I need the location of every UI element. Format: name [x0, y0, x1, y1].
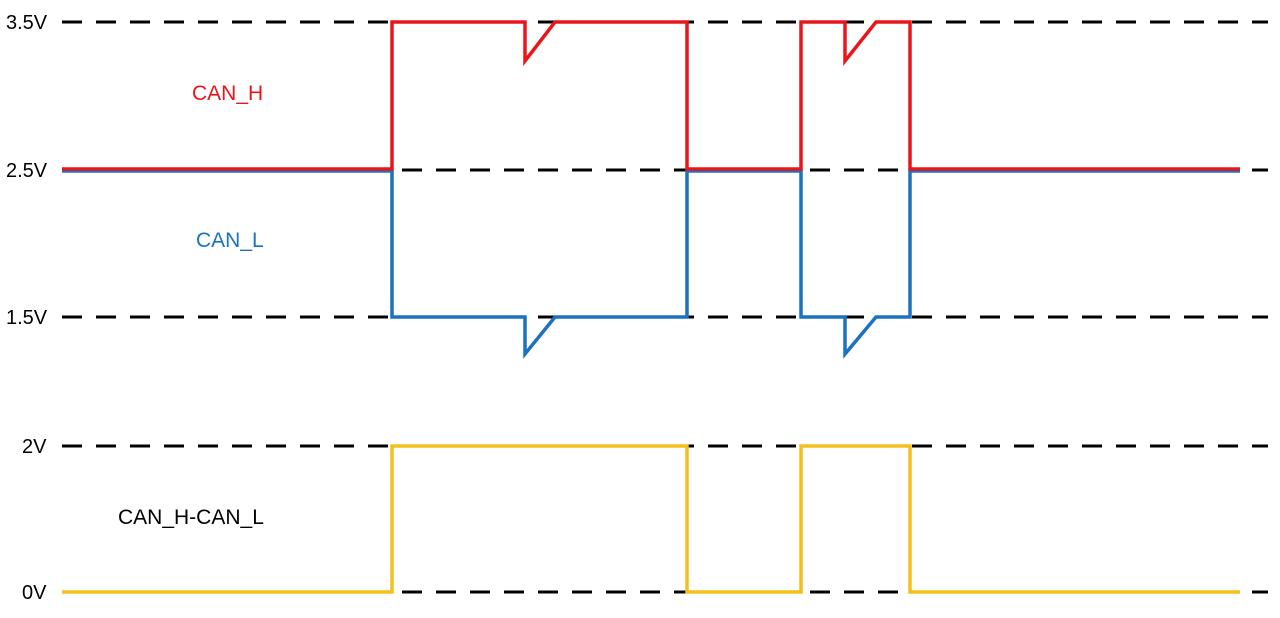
can-l-trace: [62, 169, 1240, 359]
voltage-labels: 3.5V 2.5V 1.5V 2V 0V: [6, 12, 48, 604]
label-1v5: 1.5V: [6, 307, 48, 329]
can-diff-trace: [62, 444, 1240, 594]
can-l-label: CAN_L: [196, 229, 264, 252]
can-h-label: CAN_H: [192, 82, 263, 105]
can-h-trace: [62, 20, 1240, 171]
label-0v: 0V: [22, 582, 47, 604]
label-2v: 2V: [22, 436, 47, 458]
label-2v5: 2.5V: [6, 160, 48, 182]
label-3v5: 3.5V: [6, 12, 48, 34]
can-diff-label: CAN_H-CAN_L: [118, 506, 264, 529]
